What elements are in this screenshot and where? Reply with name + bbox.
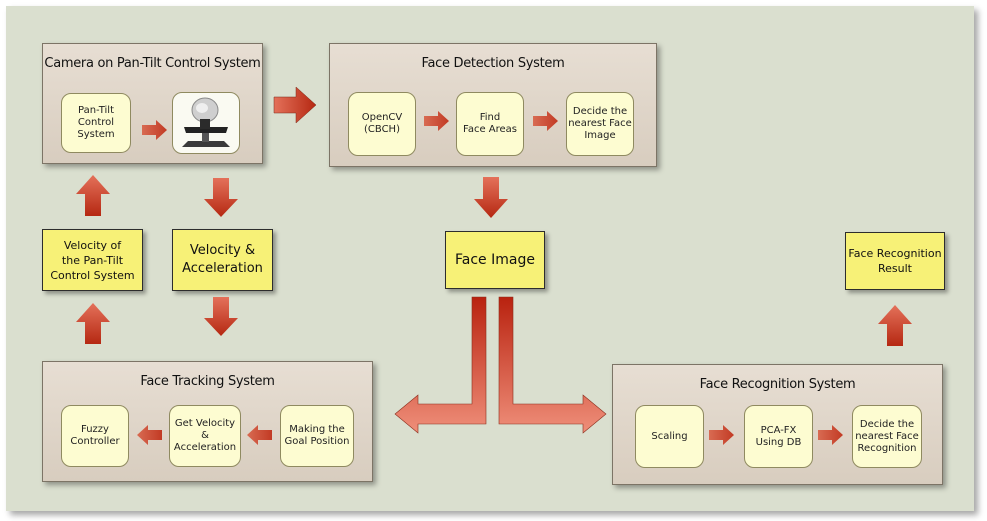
arrow-faceimage-to-recognition: [498, 296, 607, 434]
get-velocity-node: Get Velocity & Acceleration: [169, 405, 241, 467]
goal-position-node: Making the Goal Position: [280, 405, 354, 467]
face-detection-group: Face Detection System OpenCV (CBCH) Find…: [329, 43, 657, 167]
arrow-velocity-to-pantilt: [76, 175, 110, 216]
arrow-velocity-to-tracking: [204, 297, 238, 336]
arrow-camera-to-detection: [273, 86, 317, 124]
camera-image-node: [172, 92, 240, 154]
arrow-pantilt-to-camera: [142, 120, 167, 140]
face-detection-title: Face Detection System: [421, 56, 565, 71]
scaling-node: Scaling: [635, 405, 704, 468]
velocity-pantilt-box: Velocity of the Pan-Tilt Control System: [42, 229, 143, 291]
arrow-opencv-to-find: [424, 111, 449, 131]
face-recognition-group: Face Recognition System Scaling PCA-FX U…: [612, 364, 943, 485]
find-face-areas-node: Find Face Areas: [456, 92, 524, 156]
arrow-tracking-to-velocity: [76, 303, 110, 344]
arrow-find-to-decide: [533, 111, 558, 131]
arrow-recognition-to-result: [878, 305, 912, 346]
pantilt-control-node: Pan-Tilt Control System: [61, 93, 131, 153]
face-tracking-group: Face Tracking System Fuzzy Controller Ge…: [42, 361, 373, 482]
fuzzy-controller-node: Fuzzy Controller: [61, 405, 129, 467]
opencv-node: OpenCV (CBCH): [348, 92, 416, 156]
camera-device-icon: [182, 97, 230, 147]
arrow-pcafx-to-decide: [818, 425, 843, 445]
arrow-camera-to-velocity: [204, 178, 238, 217]
pca-fx-node: PCA-FX Using DB: [744, 405, 813, 468]
arrow-faceimage-to-tracking: [394, 296, 487, 434]
arrow-goal-to-getvel: [247, 425, 272, 445]
arrow-scaling-to-pcafx: [709, 425, 734, 445]
arrow-getvel-to-fuzzy: [137, 425, 162, 445]
face-image-box: Face Image: [445, 231, 545, 289]
decide-face-image-node: Decide the nearest Face Image: [566, 92, 634, 156]
face-recognition-result-box: Face Recognition Result: [845, 232, 945, 290]
camera-pantilt-title: Camera on Pan-Tilt Control System: [44, 56, 261, 71]
arrow-detection-to-faceimage: [474, 177, 508, 218]
camera-pantilt-group: Camera on Pan-Tilt Control System Pan-Ti…: [42, 43, 263, 164]
decide-recognition-node: Decide the nearest Face Recognition: [852, 405, 922, 468]
face-recognition-title: Face Recognition System: [699, 377, 856, 392]
face-tracking-title: Face Tracking System: [140, 374, 275, 389]
velocity-acceleration-box: Velocity & Acceleration: [172, 229, 273, 291]
